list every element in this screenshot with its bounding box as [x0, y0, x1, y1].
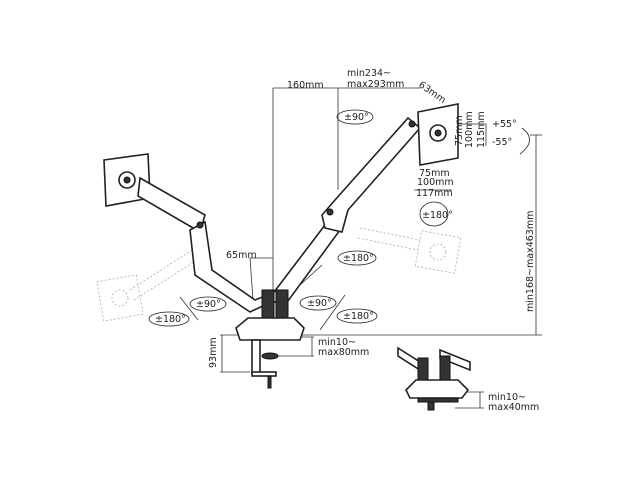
tilt-up: +55°: [492, 119, 517, 130]
dim-height-range: min168~max463mm: [525, 211, 536, 312]
dim-reach-max: max293mm: [347, 79, 404, 90]
rotation-indicators: [148, 109, 530, 327]
ghost-monitor-right: [357, 227, 462, 274]
dim-clamp-max: max80mm: [318, 347, 369, 358]
dimension-lines: [179, 87, 542, 409]
right-monitor-plate: [417, 103, 459, 166]
dim-clamp-height: 93mm: [208, 337, 219, 368]
dim-vesa-h-117: 117mm: [416, 188, 453, 199]
dim-clamp-min: min10~: [318, 337, 356, 348]
rotation-right-mid: ±180°: [343, 253, 374, 264]
right-arm: [266, 116, 422, 306]
desk-clamp: [235, 289, 305, 389]
rotation-head-rotate: ±180°: [422, 210, 453, 221]
dim-reach-min: min234~: [347, 68, 391, 79]
ghost-monitor-left: [96, 244, 206, 322]
dim-vesa-v-75: 75mm: [454, 115, 465, 146]
rotation-right-lower: ±180°: [343, 311, 374, 322]
dim-pole-offset: 65mm: [226, 250, 257, 261]
dim-arm-offset: 160mm: [287, 80, 324, 91]
tilt-down: -55°: [492, 137, 512, 148]
dim-vesa-h-75: 75mm: [419, 168, 450, 179]
dim-vesa-v-115: 115mm: [476, 111, 487, 148]
rotation-left-lower: ±180°: [155, 314, 186, 325]
dim-vesa-diag: 63mm: [416, 79, 447, 106]
dim-grommet-max: max40mm: [488, 402, 539, 413]
rotation-right-upper: ±90°: [307, 298, 332, 309]
dim-grommet-min: min10~: [488, 392, 526, 403]
dim-vesa-h-100: 100mm: [417, 177, 454, 188]
grommet-inset: [397, 346, 471, 411]
rotation-head-swivel: ±90°: [344, 112, 369, 123]
left-arm: [137, 176, 266, 313]
rotation-left-upper: ±90°: [196, 299, 221, 310]
dim-vesa-v-100: 100mm: [464, 111, 475, 148]
